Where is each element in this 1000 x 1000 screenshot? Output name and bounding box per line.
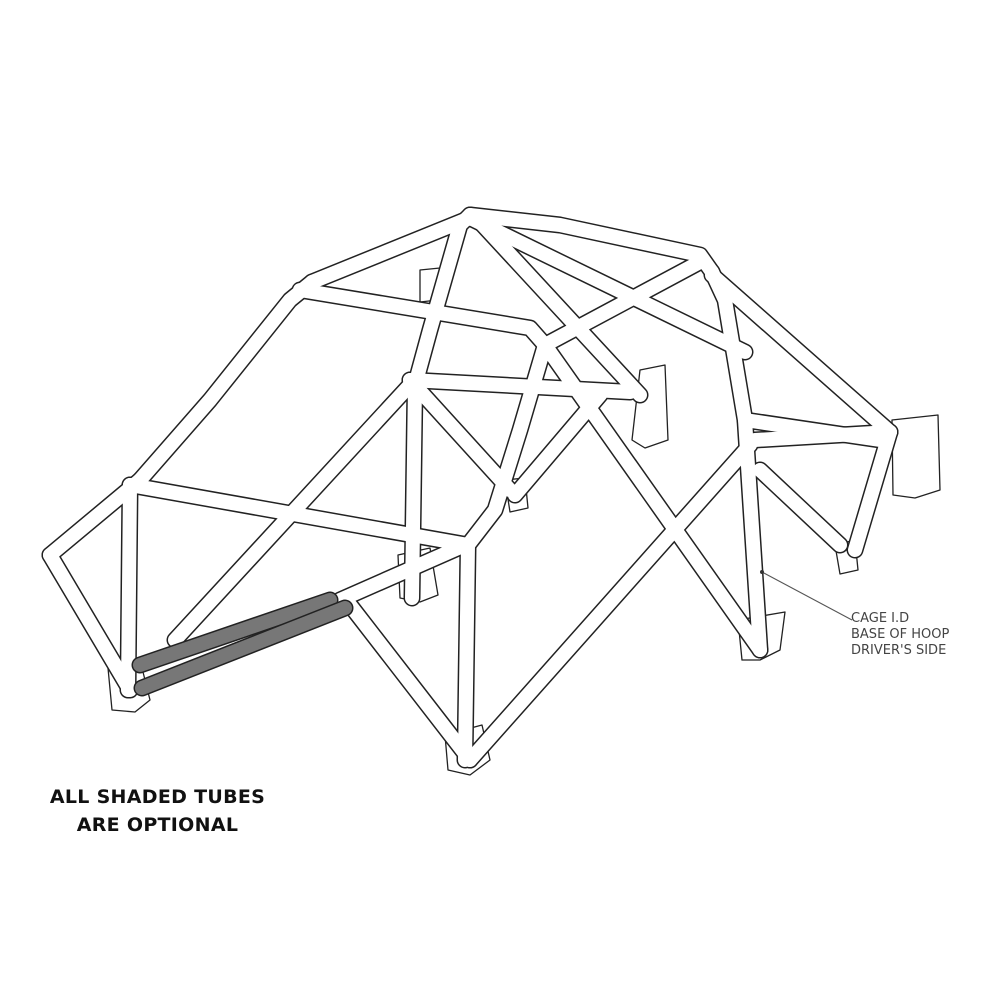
- tube: [403, 373, 637, 399]
- optional-tube: [133, 593, 337, 672]
- tube: [305, 211, 477, 289]
- tube: [705, 268, 897, 439]
- tube: [848, 425, 897, 557]
- callout-line-3: DRIVER'S SIDE: [851, 643, 947, 658]
- mounting-plate: [631, 364, 669, 449]
- tube: [43, 548, 137, 697]
- cage-id-callout: CAGE I.D BASE OF HOOP DRIVER'S SIDE: [851, 611, 949, 659]
- callout-line-1: CAGE I.D: [851, 611, 910, 626]
- tube: [343, 598, 477, 767]
- tube: [753, 463, 847, 552]
- tube: [133, 275, 319, 487]
- note-line-1: ALL SHADED TUBES: [49, 786, 266, 808]
- tube: [121, 478, 137, 697]
- tube: [168, 378, 417, 647]
- tube: [508, 388, 607, 502]
- mounting-plate: [891, 414, 941, 499]
- tube: [538, 255, 707, 352]
- tube: [463, 438, 757, 767]
- tube: [458, 538, 475, 767]
- shaded-tubes-note: ALL SHADED TUBES ARE OPTIONAL: [40, 783, 275, 839]
- callout-leader-line: [761, 571, 853, 621]
- tube: [293, 283, 552, 352]
- note-line-2: ARE OPTIONAL: [76, 814, 239, 836]
- tube: [333, 538, 472, 607]
- callout-line-2: BASE OF HOOP: [851, 627, 950, 642]
- tube: [403, 373, 517, 497]
- optional-tube: [135, 601, 352, 695]
- tube: [473, 215, 647, 402]
- tube: [463, 211, 752, 359]
- tube: [738, 413, 887, 447]
- tube: [538, 338, 767, 657]
- cage-id-marker: [760, 570, 764, 574]
